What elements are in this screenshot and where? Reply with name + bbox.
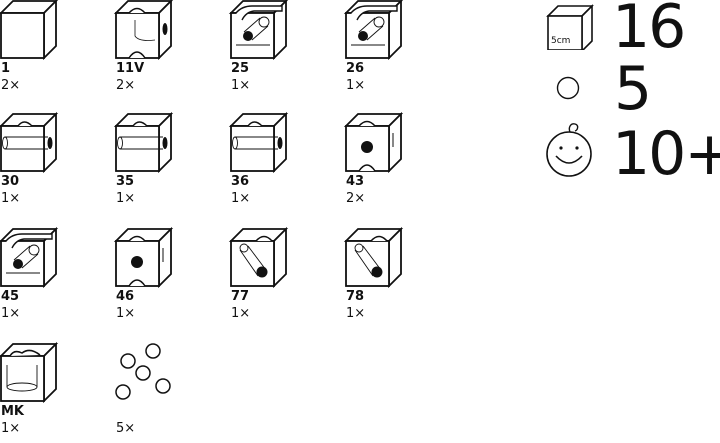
- cross-channel-cube-icon: [343, 111, 404, 174]
- cube-size-icon: 5cm: [546, 4, 596, 53]
- part-item: MK 1×: [0, 341, 100, 443]
- diagonal-tunnel-cube-icon: [228, 226, 289, 289]
- part-quantity: 1×: [231, 191, 251, 206]
- part-number: 25: [231, 61, 250, 76]
- part-number: 43: [346, 174, 365, 189]
- part-quantity: 1×: [1, 421, 21, 436]
- part-item: 5×: [115, 343, 215, 443]
- part-quantity: 1×: [116, 191, 136, 206]
- child-face-icon: [544, 118, 594, 184]
- straight-tunnel-cube-icon: [113, 111, 174, 174]
- cube-count: 16: [612, 0, 686, 62]
- marbles-icon: [115, 343, 171, 400]
- part-quantity: 1×: [231, 306, 251, 321]
- part-number: MK: [1, 404, 25, 419]
- part-quantity: 1×: [346, 306, 366, 321]
- part-number: 45: [1, 289, 20, 304]
- part-number: 11V: [116, 61, 145, 76]
- part-quantity: 1×: [1, 306, 21, 321]
- marble: [155, 378, 171, 394]
- part-number: 46: [116, 289, 135, 304]
- straight-tunnel-cube-icon: [0, 111, 59, 174]
- part-quantity: 1×: [116, 306, 136, 321]
- curve-tunnel-cube-icon: [343, 0, 404, 61]
- part-number: 35: [116, 174, 135, 189]
- part-number: 26: [346, 61, 365, 76]
- cross-channel-cube-icon: [113, 226, 174, 289]
- marble: [135, 365, 151, 381]
- marble: [145, 343, 161, 359]
- marble: [115, 384, 131, 400]
- marble-cup-cube-icon: [0, 341, 59, 404]
- curve-tunnel-cube-icon: [228, 0, 289, 61]
- part-number: 1: [1, 61, 11, 76]
- straight-tunnel-cube-icon: [228, 111, 289, 174]
- part-quantity: 1×: [231, 78, 251, 93]
- part-quantity: 5×: [116, 421, 136, 436]
- age-recommendation: 10+: [612, 119, 720, 189]
- part-number: 30: [1, 174, 20, 189]
- marble: [120, 353, 136, 369]
- part-quantity: 2×: [1, 78, 21, 93]
- part-quantity: 1×: [346, 78, 366, 93]
- curve-tunnel-cube-icon: [0, 226, 59, 289]
- part-quantity: 2×: [346, 191, 366, 206]
- part-quantity: 1×: [1, 191, 21, 206]
- part-number: 78: [346, 289, 365, 304]
- vertical-channel-cube-icon: [113, 0, 174, 61]
- marble-icon: [556, 76, 580, 104]
- diagonal-tunnel-cube-icon: [343, 226, 404, 289]
- part-quantity: 2×: [116, 78, 136, 93]
- marble-count: 5: [614, 54, 652, 124]
- cube-size-label: 5cm: [551, 36, 571, 46]
- plain-cube-icon: [0, 0, 59, 61]
- part-number: 36: [231, 174, 250, 189]
- part-number: 77: [231, 289, 250, 304]
